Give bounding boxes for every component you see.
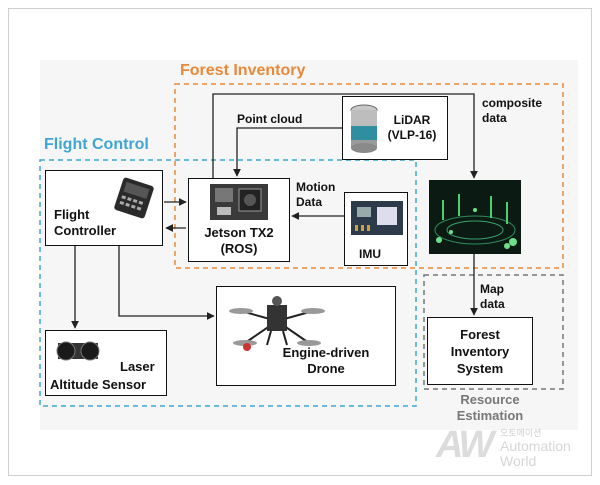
motion-label-line1: Motion <box>296 180 336 194</box>
lidar-node: LiDAR (VLP-16) <box>342 96 448 160</box>
point-cloud-label: Point cloud <box>237 112 303 126</box>
laser-label-line1: Laser <box>120 359 155 374</box>
map-label-line1: Map <box>480 282 504 296</box>
laser-sensor-icon <box>56 341 100 361</box>
laser-altitude-sensor-node: Laser Altitude Sensor <box>45 330 167 396</box>
composite-label-line2: data <box>482 111 507 125</box>
forest-inventory-title: Forest Inventory <box>180 62 306 79</box>
lidar-label-line1: LiDAR <box>393 113 431 127</box>
laser-label-line2: Altitude Sensor <box>50 377 147 392</box>
composite-data-label: composite data <box>482 96 542 126</box>
flight-controller-device-icon <box>114 177 154 219</box>
jetson-board-icon <box>210 184 268 220</box>
forest-system-label-line1: Forest <box>460 327 500 342</box>
lidar-sensor-icon <box>350 104 378 153</box>
imu-board-icon <box>351 201 403 235</box>
imu-node: IMU <box>344 192 408 266</box>
forest-system-label-line2: Inventory <box>450 344 510 359</box>
jetson-label-line2: (ROS) <box>220 241 258 256</box>
flight-controller-node: Flight Controller <box>45 170 163 246</box>
composite-label-line1: composite <box>482 96 543 110</box>
watermark-korean: 오토메이션 <box>500 428 542 438</box>
automation-world-watermark: AW 오토메이션 Automation World <box>436 424 586 470</box>
motion-label-line2: Data <box>296 195 323 209</box>
drone-node: Engine-driven Drone <box>216 286 396 386</box>
motion-data-label: Motion Data <box>296 180 335 210</box>
flight-controller-label-line2: Controller <box>54 223 117 238</box>
watermark-line1: Automation <box>500 438 571 454</box>
drone-icon <box>229 296 325 351</box>
watermark-line2: World <box>500 453 537 469</box>
jetson-node: Jetson TX2 (ROS) <box>188 178 290 262</box>
map-label-line2: data <box>480 297 505 311</box>
resource-estimation-title: Resource Estimation <box>440 392 540 424</box>
flight-control-title: Flight Control <box>44 136 149 153</box>
forest-system-label-line3: System <box>456 361 504 376</box>
resource-estimation-line1: Resource <box>460 392 520 407</box>
lidar-label-line2: (VLP-16) <box>387 128 437 142</box>
watermark-logo: AW <box>436 424 494 466</box>
imu-label: IMU <box>359 247 381 261</box>
jetson-label-line1: Jetson TX2 <box>204 225 274 240</box>
point-cloud-map-image <box>429 180 521 254</box>
map-data-label: Map data <box>480 282 505 312</box>
flight-controller-label-line1: Flight <box>54 207 90 222</box>
drone-label-line2: Drone <box>307 361 345 376</box>
forest-inventory-system-node: Forest Inventory System <box>427 317 533 385</box>
resource-estimation-line2: Estimation <box>456 408 524 423</box>
drone-label-line1: Engine-driven <box>282 345 370 360</box>
